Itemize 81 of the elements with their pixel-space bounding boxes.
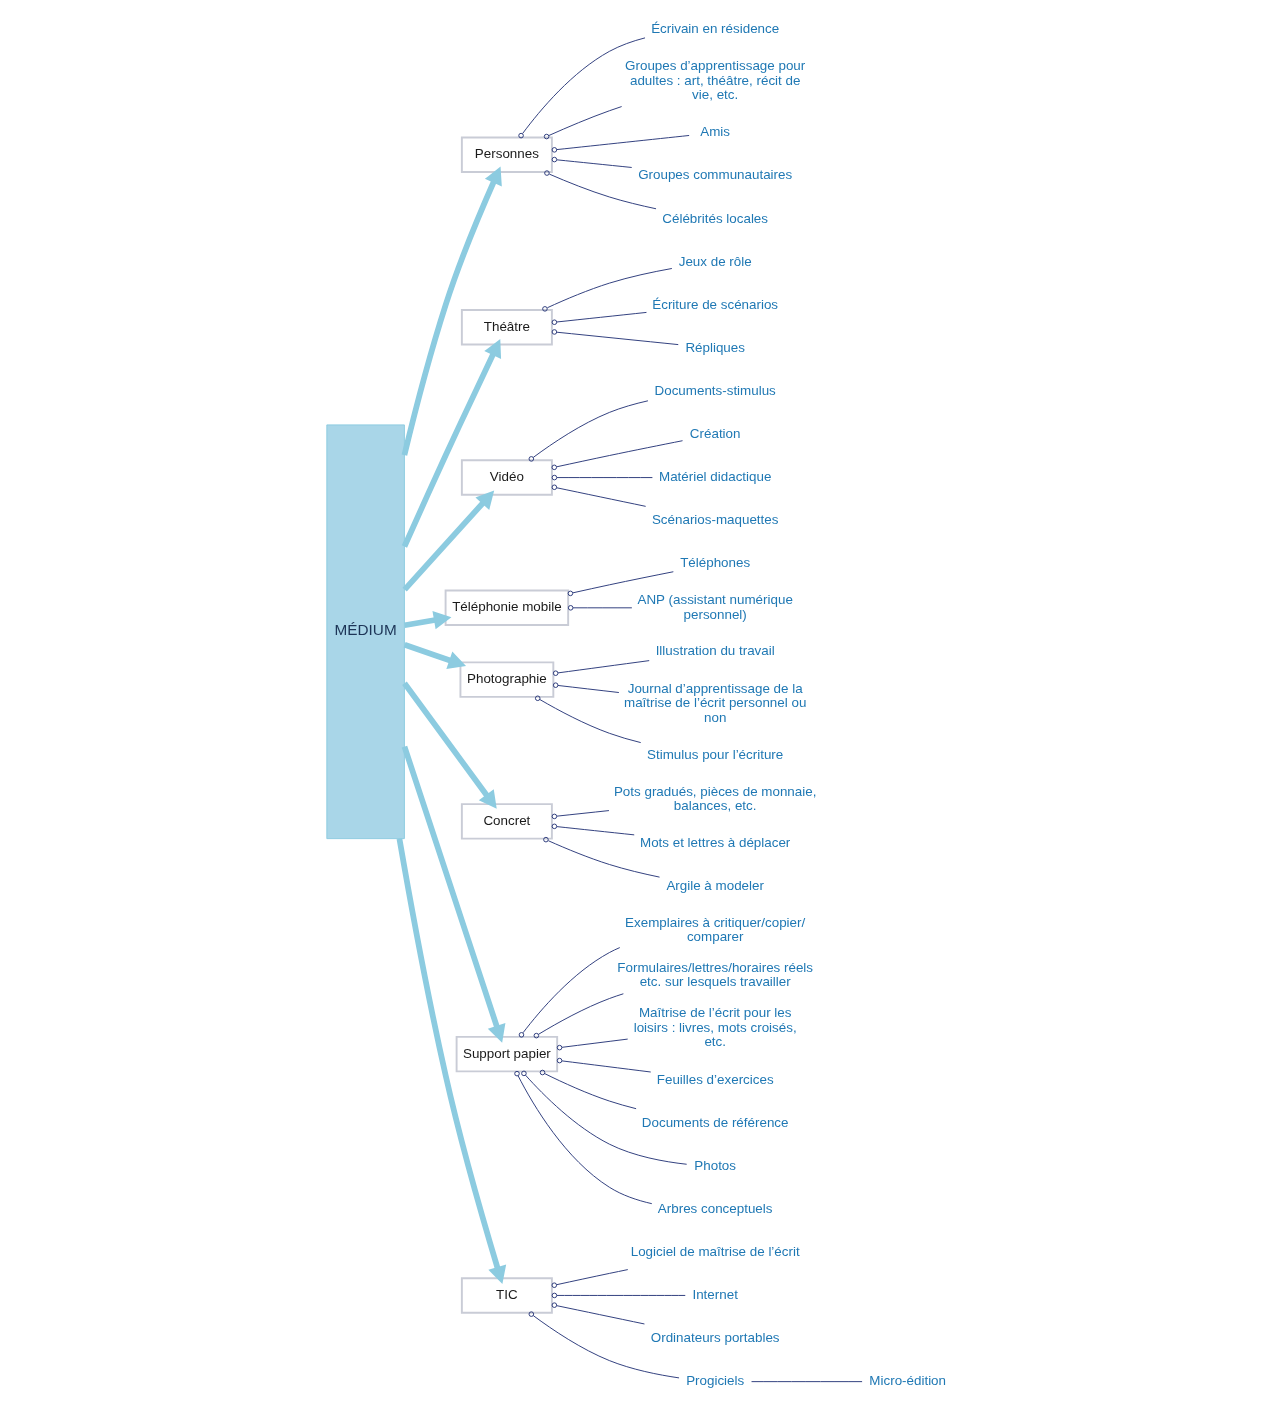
arrow	[401, 681, 497, 809]
node-text: Argile à modeler	[665, 878, 764, 894]
node-text: Maîtrise de l’écrit pour les loisirs : livres, mots croisés, etc.	[633, 1005, 797, 1050]
connector	[556, 1057, 651, 1073]
connector	[551, 156, 632, 168]
connector	[551, 329, 679, 346]
connector	[556, 1038, 628, 1051]
connector	[518, 947, 620, 1038]
connector	[551, 823, 635, 836]
connector	[552, 660, 650, 676]
connector	[551, 311, 647, 325]
node-text: Stimulus pour l’écriture	[646, 746, 783, 762]
arrow	[396, 838, 506, 1285]
connector	[551, 440, 683, 471]
node-box: Téléphonie mobile	[444, 589, 569, 626]
node-text: Internet	[691, 1286, 738, 1302]
connector	[520, 1070, 687, 1165]
connector	[542, 836, 660, 878]
connector	[528, 400, 648, 462]
connector	[551, 1269, 628, 1288]
node-text: Ordinateurs portables	[650, 1330, 780, 1346]
node-text: Écrivain en résidence	[650, 20, 779, 36]
node-box: Théâtre	[460, 309, 553, 346]
node-text: Documents de référence	[641, 1114, 788, 1130]
connector	[534, 695, 641, 744]
connector	[533, 993, 624, 1039]
node-text: Logiciel de maîtrise de l’écrit	[630, 1243, 800, 1259]
node-text: Scénarios-maquettes	[651, 512, 778, 528]
node-text: Illustration du travail	[655, 643, 775, 659]
node-text: Écriture de scénarios	[651, 296, 778, 312]
node-box: Concret	[460, 803, 553, 840]
arrow	[403, 642, 466, 669]
connector	[552, 682, 619, 693]
connector	[567, 571, 674, 597]
node-text: Documents-stimulus	[654, 382, 776, 398]
connector	[551, 1292, 686, 1299]
arrow	[402, 490, 494, 592]
connector	[543, 106, 622, 140]
node-text: Photos	[693, 1157, 736, 1173]
node-box: Support papier	[455, 1035, 558, 1073]
node-text: Matériel didactique	[658, 469, 771, 485]
connector	[517, 37, 645, 139]
node-text: Célébrités locales	[661, 210, 768, 226]
node-text: Pots gradués, pièces de monnaie, balances, etc.	[613, 783, 816, 814]
node-text: Journal d’apprentissage de la maîtrise de l’écrit personnel ou non	[623, 680, 806, 725]
connector	[551, 474, 653, 481]
node-text: Formulaires/lettres/horaires réels etc. sur lesquels travailler	[616, 959, 813, 990]
node-text: Feuilles d’exercices	[656, 1071, 774, 1087]
node-text: ANP (assistant numérique personnel)	[637, 592, 793, 622]
connector	[551, 484, 646, 507]
node-text: Micro-édition	[868, 1373, 946, 1389]
connector	[513, 1070, 652, 1205]
node-box: MÉDIUM	[325, 424, 405, 840]
node-text: Exemplaires à critiquer/copier/ comparer	[624, 914, 805, 945]
node-box: Personnes	[460, 136, 553, 173]
connector	[750, 1381, 863, 1383]
node-box: Vidéo	[460, 459, 553, 496]
node-text: Création	[689, 426, 740, 442]
node-text: Groupes d’apprentissage pour adultes : art, théâtre, récit de vie, etc.	[624, 58, 805, 102]
connector	[539, 1069, 637, 1110]
node-text: Répliques	[684, 339, 745, 355]
node-text: Jeux de rôle	[678, 253, 752, 269]
node-text: Groupes communautaires	[637, 167, 792, 183]
arrow	[401, 166, 502, 456]
connector	[551, 1302, 645, 1325]
connector	[541, 268, 672, 312]
node-text: Mots et lettres à déplacer	[639, 834, 790, 850]
connector	[567, 605, 632, 611]
node-text: Téléphones	[679, 555, 750, 571]
connector	[551, 810, 609, 820]
connector	[543, 170, 656, 210]
arrow	[401, 339, 501, 548]
node-text: Progiciels	[685, 1373, 744, 1389]
node-box: TIC	[460, 1277, 553, 1314]
node-text: Amis	[699, 124, 730, 140]
arrow	[403, 611, 451, 630]
arrow	[401, 745, 505, 1043]
connector	[528, 1311, 679, 1379]
node-text: Arbres conceptuels	[657, 1200, 772, 1216]
node-box: Photographie	[458, 661, 554, 698]
connector	[551, 135, 690, 153]
